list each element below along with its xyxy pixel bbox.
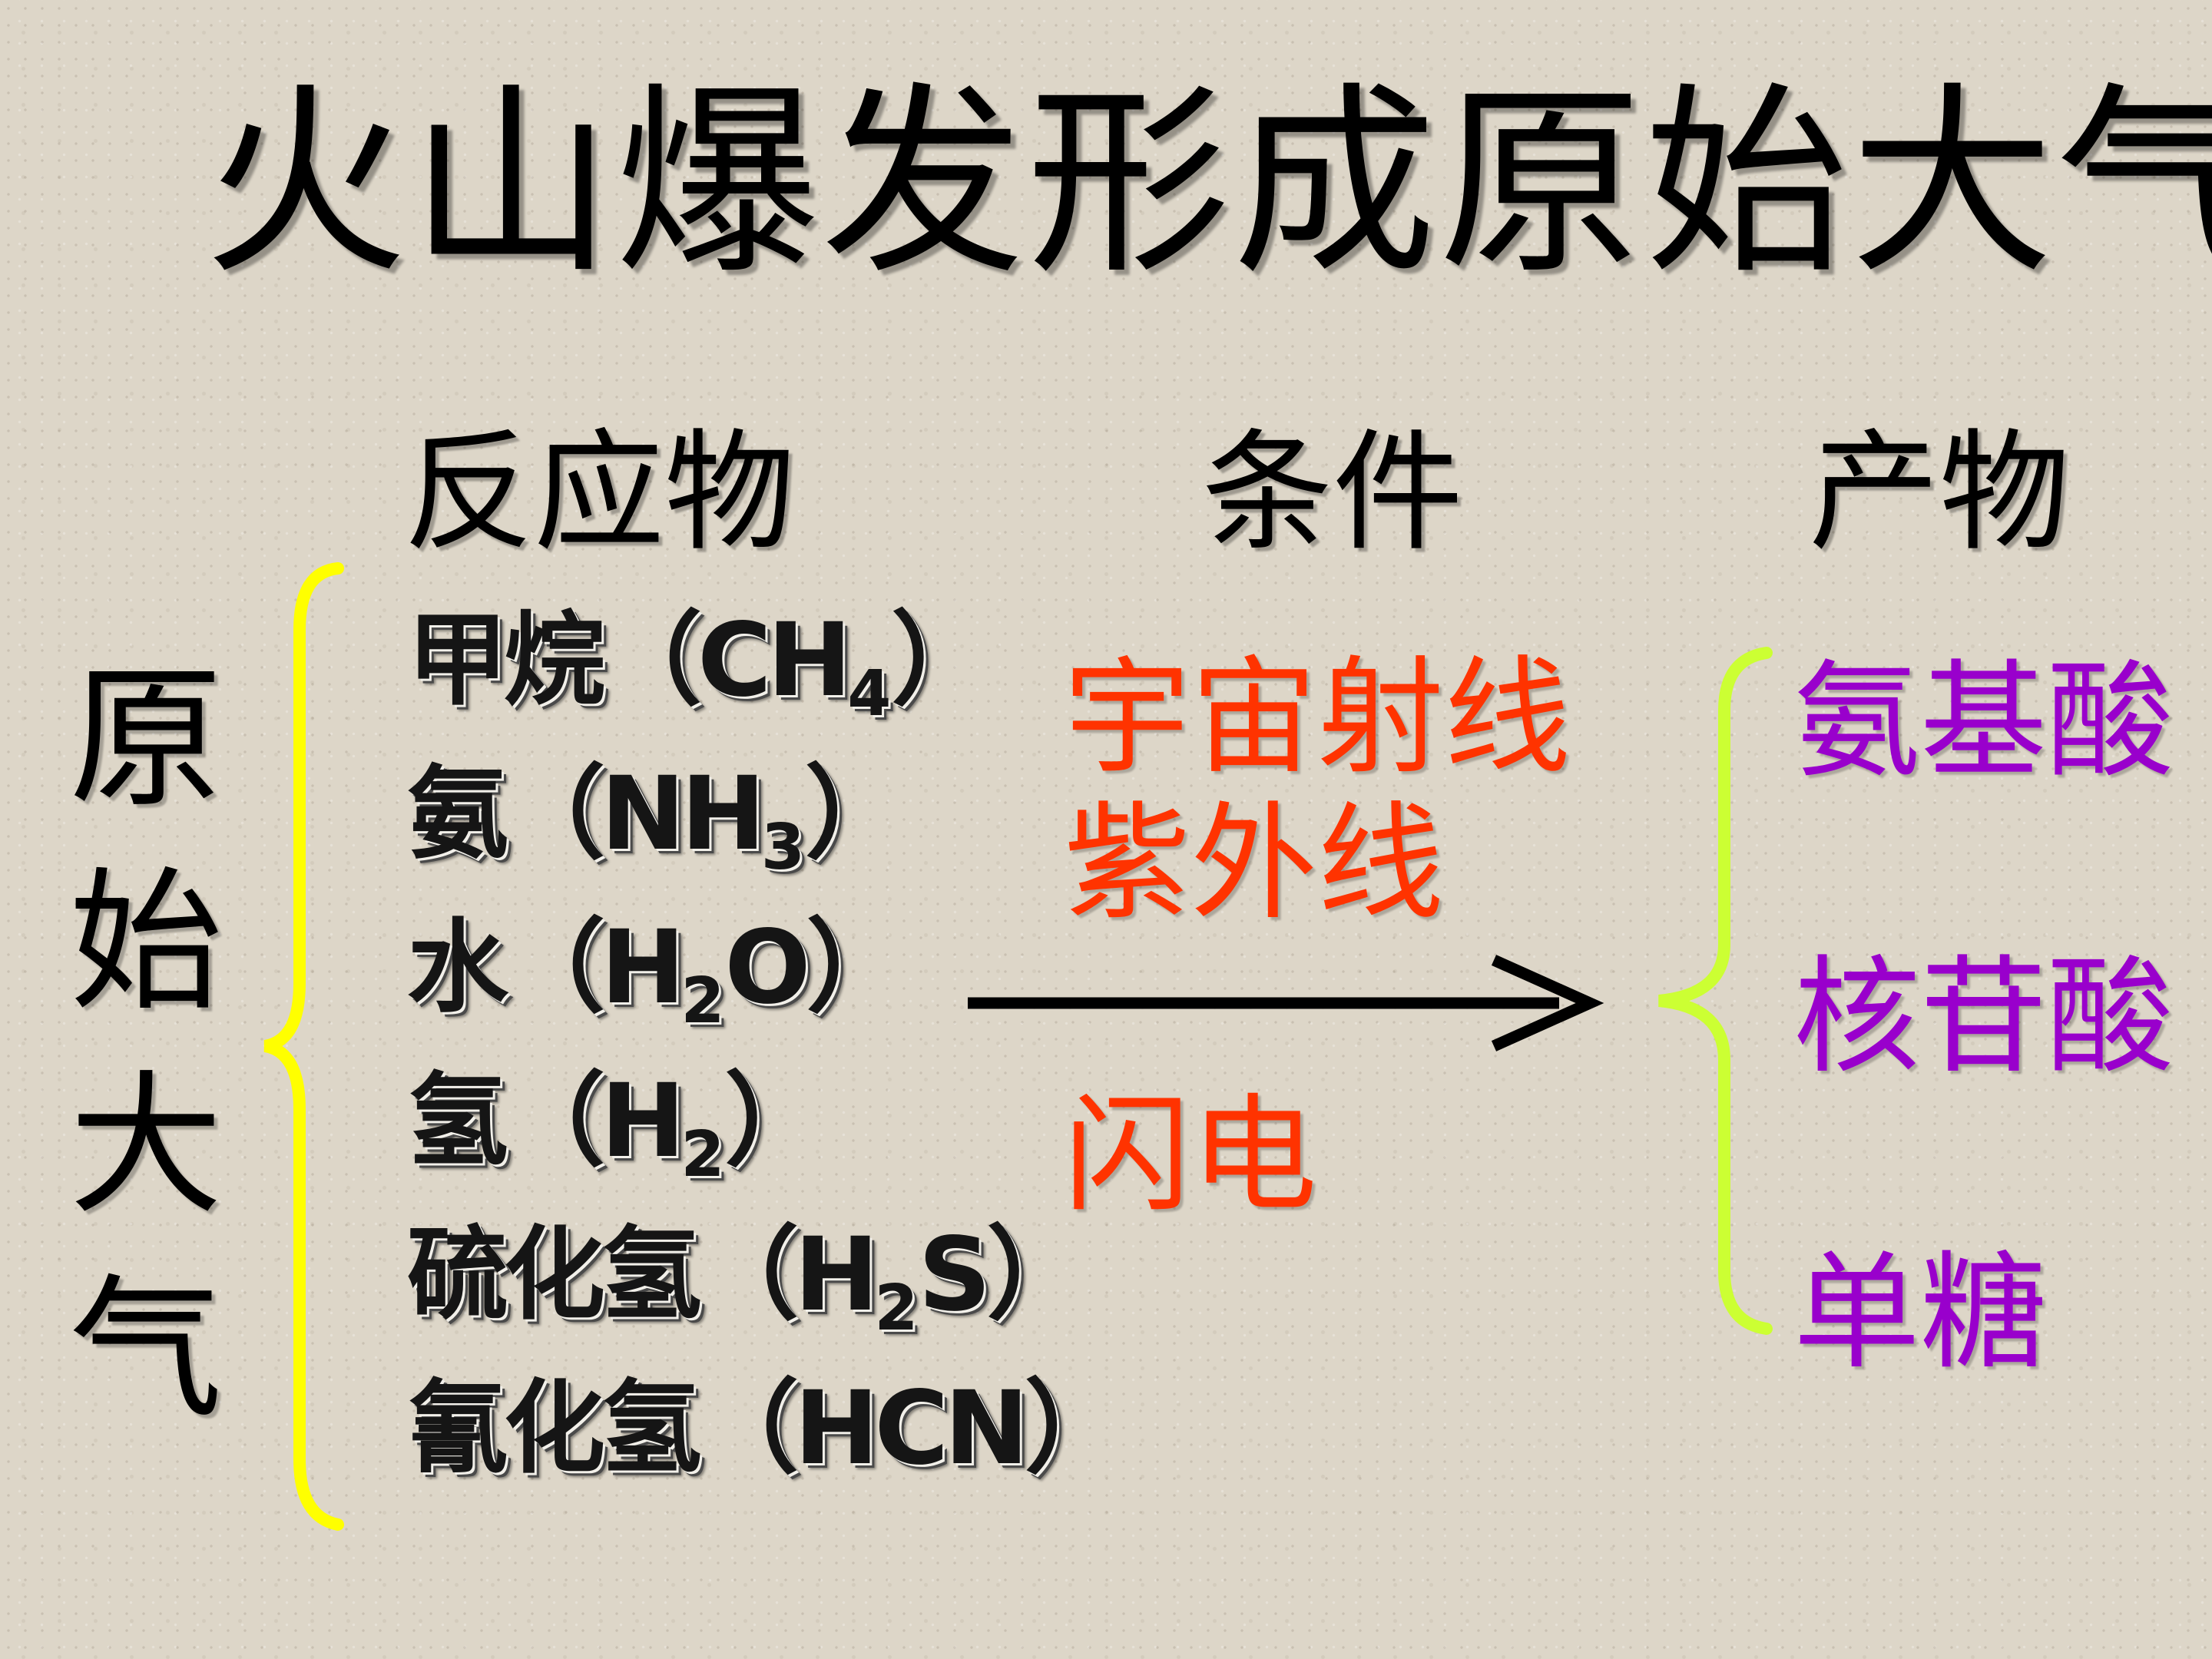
reactant-list: 甲烷（CH4） 氨（NH3） 水（H2O） 氢（H2） 硫化氢（H2S） 氰化氢… — [407, 584, 1126, 1505]
slide-title: 火山爆发形成原始大气 — [204, 65, 2212, 302]
reactant-formula: NH3 — [601, 755, 805, 885]
reactant-name: 硫化氢（ — [407, 1216, 799, 1334]
side-char-4: 气 — [69, 1260, 224, 1439]
reactant-item: 氨（NH3） — [407, 737, 1121, 891]
left-brace — [263, 562, 344, 1531]
reactant-item: 硫化氢（H2S） — [407, 1198, 1121, 1352]
reactant-item: 氰化氢（HCN） — [407, 1352, 1126, 1505]
condition-cosmic-rays: 宇宙射线 — [1064, 644, 1571, 791]
reactant-formula: H2S — [794, 1216, 991, 1346]
reactant-name: 甲烷（ — [407, 601, 702, 720]
condition-ultraviolet: 紫外线 — [1064, 790, 1444, 937]
reactant-close-paren: ） — [804, 755, 906, 873]
side-char-2: 始 — [69, 853, 224, 1032]
header-conditions: 条件 — [1202, 417, 1464, 569]
product-monosaccharide: 单糖 — [1793, 1239, 2047, 1386]
reactant-formula: HCN — [794, 1369, 1029, 1488]
reaction-arrow — [968, 955, 1604, 1051]
reactant-close-paren: ） — [1024, 1369, 1126, 1488]
reactant-formula: H2O — [601, 909, 811, 1038]
reactant-close-paren: ） — [891, 601, 992, 720]
reactant-name: 氰化氢（ — [407, 1369, 799, 1488]
right-brace — [1658, 647, 1773, 1335]
primitive-atmosphere-label: 原 始 大 气 — [69, 637, 246, 1452]
reactant-item: 氢（H2） — [407, 1045, 1121, 1198]
reactant-formula: H2 — [601, 1062, 725, 1192]
product-amino-acid: 氨基酸 — [1793, 647, 2174, 795]
side-char-3: 大 — [69, 1057, 224, 1236]
reactant-name: 氨（ — [407, 755, 605, 873]
reactant-name: 水（ — [407, 909, 605, 1027]
side-char-1: 原 — [69, 650, 224, 829]
reactant-item: 甲烷（CH4） — [407, 584, 1121, 737]
reactant-close-paren: ） — [986, 1216, 1088, 1334]
reactant-formula: CH4 — [697, 601, 892, 731]
condition-lightning: 闪电 — [1064, 1081, 1317, 1229]
reactant-close-paren: ） — [724, 1062, 826, 1181]
reactant-item: 水（H2O） — [407, 891, 1121, 1045]
reactant-name: 氢（ — [407, 1062, 605, 1181]
product-nucleotide: 核苷酸 — [1793, 943, 2174, 1091]
header-products: 产物 — [1809, 417, 2071, 569]
header-reactants: 反应物 — [403, 417, 796, 569]
reactant-close-paren: ） — [806, 909, 908, 1027]
